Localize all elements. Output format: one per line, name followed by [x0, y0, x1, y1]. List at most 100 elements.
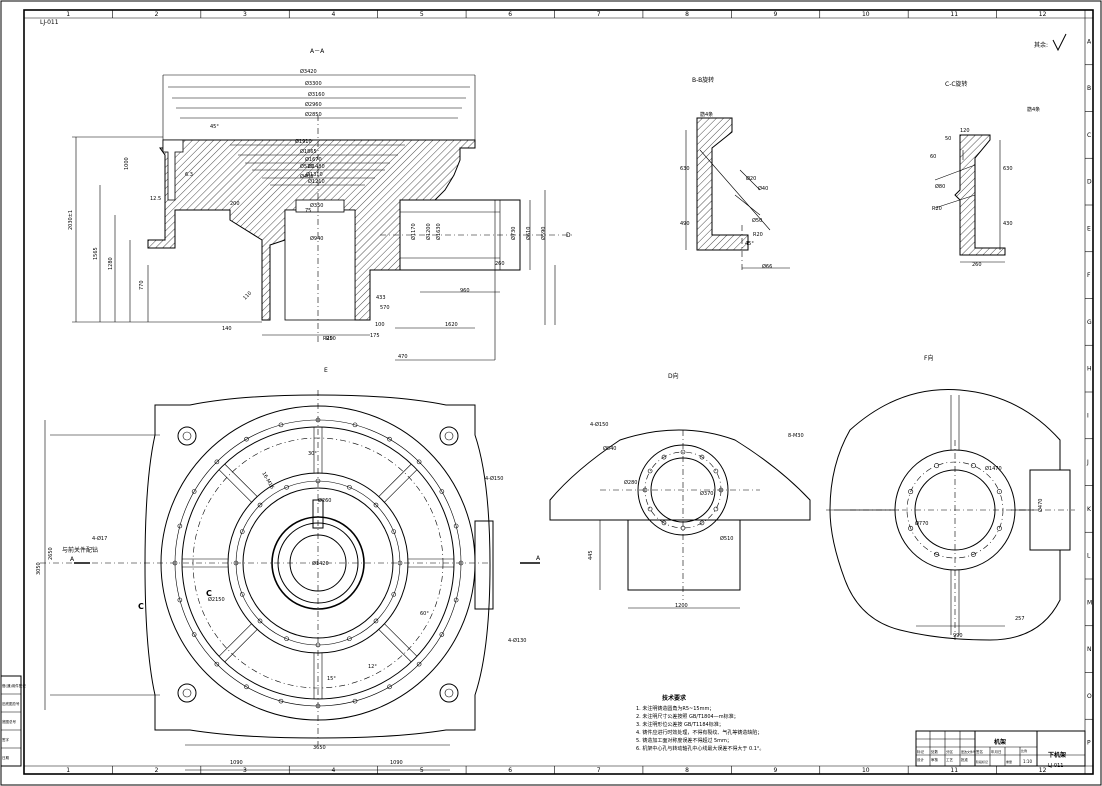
row-label: A	[1087, 38, 1092, 45]
bolt-hole	[315, 478, 321, 484]
aa-dimension: Ø2960	[305, 101, 322, 108]
bolt-hole	[214, 661, 220, 667]
tb-stage-2: 重量	[1006, 759, 1012, 764]
tb-header-3: 分区	[946, 749, 954, 754]
aa-dimension: Ø3420	[300, 68, 317, 75]
title-block: 机架 下机架 LJ-011 1:10 标记 处数 分区 更改文件号 签名 年月日…	[915, 730, 1086, 769]
plan-dimension: 1090	[390, 760, 403, 766]
bolt-hole	[347, 484, 352, 490]
d-bolt-hole	[680, 449, 686, 455]
aa-dimension: 45°	[210, 124, 219, 130]
bolt-hole	[257, 502, 263, 508]
plan-dimension: Ø260	[318, 497, 331, 504]
bb-dimension: Ø20	[746, 175, 756, 182]
col-label-top: 11	[950, 11, 958, 18]
tech-req-6: 6. 机架中心孔与转动轴孔中心线最大误差不得大于 0.1°。	[636, 745, 764, 752]
col-label-top: 4	[331, 11, 335, 18]
bolt-hole	[233, 560, 239, 566]
plan-dimension: 15°	[327, 676, 336, 682]
row-label: N	[1087, 646, 1092, 653]
aa-dimension: 770	[139, 280, 145, 290]
col-label-top: 6	[508, 11, 512, 18]
col-label-top: 10	[862, 11, 870, 18]
plan-note: 与前关件配钻	[62, 546, 98, 554]
aa-dimension: 12.5	[150, 196, 161, 202]
col-label-top: 5	[420, 11, 424, 18]
cc-dimension: 60	[930, 154, 936, 160]
tech-req-title: 技术要求	[662, 694, 687, 702]
scale-value: 1:10	[1023, 759, 1032, 764]
col-label-top: 8	[685, 11, 689, 18]
tb-header-4: 更改文件号	[961, 749, 976, 754]
row-label: J	[1086, 459, 1089, 466]
tech-req-5: 5. 铸造加工面对称度误差不得超过 5mm；	[636, 737, 732, 744]
technical-requirements: 技术要求 1. 未注明铸造圆角为R5~15mm； 2. 未注明尺寸公差按照 GB…	[636, 694, 764, 752]
cc-dimension: 260	[972, 262, 982, 268]
col-label-bottom: 2	[155, 767, 159, 774]
aa-dimension: 140	[222, 326, 232, 332]
tb-header-6: 年月日	[991, 749, 1002, 754]
row-label: M	[1087, 599, 1092, 606]
d-bolt-hole	[713, 506, 719, 512]
d-dimension: 445	[588, 550, 594, 560]
bolt-hole	[439, 489, 445, 494]
marker-a-right: A	[536, 555, 541, 562]
stamp-label-1: 借(通)用件登记	[2, 683, 26, 688]
row-label: P	[1087, 740, 1091, 747]
col-label-top: 12	[1039, 11, 1047, 18]
bolt-hole	[244, 684, 249, 690]
col-label-top: 1	[66, 11, 70, 18]
bolt-hole	[387, 436, 392, 442]
col-label-bottom: 4	[331, 767, 335, 774]
d-dimension: Ø280	[624, 479, 637, 486]
corner-code: LJ-011	[40, 19, 59, 26]
aa-dimension: 570	[380, 305, 390, 311]
tech-req-2: 2. 未注明尺寸公差按照 GB/T1804—m标准；	[636, 713, 739, 720]
bolt-hole	[177, 523, 183, 529]
stamp-label-2: 旧底图总号	[2, 701, 20, 706]
section-aa-title: A－A	[310, 48, 325, 55]
d-bolt-hole	[647, 468, 653, 474]
d-bolt-hole	[699, 520, 705, 526]
aa-dimension: Ø2850	[305, 111, 322, 118]
tech-req-4: 4. 铸件应进行时效处理，不得有裂纹、气孔等铸造缺陷；	[636, 729, 762, 736]
f-dimension: Ø1470	[985, 465, 1002, 472]
bb-dimension: 筋4条	[700, 111, 713, 118]
bolt-hole	[284, 636, 289, 642]
aa-dimension: 75	[305, 208, 311, 214]
roughness-note: 其余:	[1034, 41, 1048, 49]
left-stamp: 借(通)用件登记 旧底图总号 底图总号 签字 日期	[0, 675, 26, 767]
col-label-top: 2	[155, 11, 159, 18]
aa-dimension: 175	[370, 333, 380, 339]
aa-dimension: 100	[375, 322, 385, 328]
bolt-hole	[453, 523, 459, 529]
aa-dimension: R50	[326, 336, 336, 342]
row-label: O	[1087, 693, 1092, 700]
tech-req-3: 3. 未注明形位公差按 GB/T1184标准；	[636, 721, 724, 728]
aa-dimension: Ø1910	[295, 138, 312, 145]
col-label-top: 7	[597, 11, 601, 18]
tb-role-1: 设计	[917, 757, 925, 762]
aa-dimension: Ø1170	[410, 223, 417, 240]
bolt-hole	[397, 560, 403, 566]
row-label: C	[1087, 132, 1091, 139]
plan-dimension: 60°	[420, 611, 429, 617]
bolt-hole	[458, 560, 464, 566]
tb-role-3: 工艺	[946, 757, 954, 762]
bolt-hole	[373, 502, 379, 508]
aa-dimension: Ø1630	[435, 223, 442, 240]
row-label: D	[1087, 179, 1092, 186]
d-dimension: Ø370	[700, 490, 713, 497]
f-dimension: 257	[1015, 616, 1025, 622]
bb-dimension: R20	[753, 232, 763, 238]
corner-bolt-hole	[439, 426, 459, 446]
row-label: H	[1087, 366, 1092, 373]
f-bolt-hole	[908, 525, 914, 531]
bolt-hole	[373, 618, 379, 624]
plan-dimension: 1090	[230, 760, 243, 766]
marker-d: D	[566, 232, 571, 239]
